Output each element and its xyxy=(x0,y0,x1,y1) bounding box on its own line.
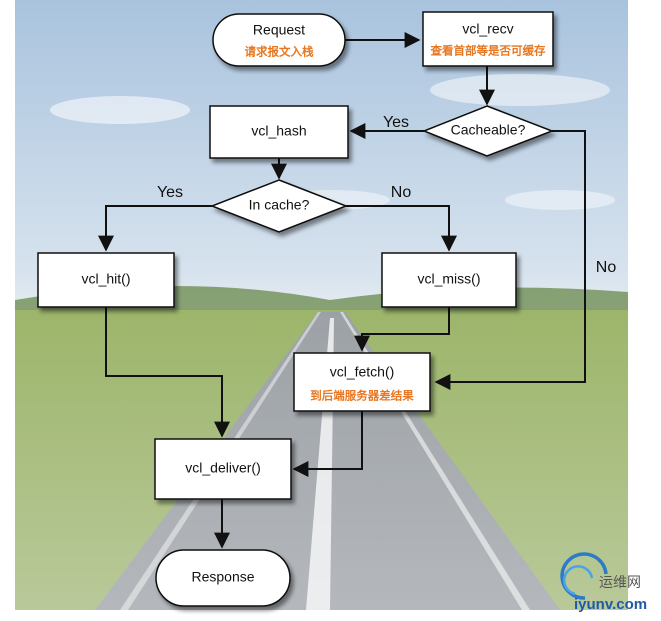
edge-hit-to-deliver xyxy=(105,307,230,438)
incache-no-label: No xyxy=(391,184,412,201)
node-request: Request 请求报文入栈 xyxy=(212,13,346,67)
node-in-cache: In cache? xyxy=(209,179,349,233)
edge-incache-no-to-miss xyxy=(346,205,457,252)
vcl-fetch-note: 到后端服务器差结果 xyxy=(310,389,414,403)
request-label: Request xyxy=(253,22,305,38)
node-vcl-hit: vcl_hit() xyxy=(37,252,175,308)
vcl-recv-note: 查看首部等是否可缓存 xyxy=(430,44,546,58)
vcl-hit-label: vcl_hit() xyxy=(81,271,130,287)
watermark-cn: 运维网 xyxy=(599,575,641,591)
cacheable-label: Cacheable? xyxy=(451,122,526,138)
watermark-en: iyunv.com xyxy=(574,596,647,613)
edge-incache-yes-to-hit xyxy=(98,205,212,252)
edge-cacheable-no-to-fetch xyxy=(434,130,586,390)
vcl-deliver-label: vcl_deliver() xyxy=(185,460,260,476)
node-vcl-hash: vcl_hash xyxy=(209,105,349,159)
watermark-logo: 运维网 iyunv.com xyxy=(560,552,647,613)
node-vcl-deliver: vcl_deliver() xyxy=(154,438,292,500)
response-label: Response xyxy=(191,569,254,585)
cacheable-no-label: No xyxy=(596,259,617,276)
request-note: 请求报文入栈 xyxy=(245,45,314,59)
cacheable-yes-label: Yes xyxy=(383,114,409,131)
edge-miss-to-fetch xyxy=(354,307,450,352)
vcl-hash-label: vcl_hash xyxy=(251,123,306,139)
node-cacheable: Cacheable? xyxy=(421,105,555,157)
edge-fetch-to-deliver xyxy=(292,411,363,477)
edges xyxy=(98,32,586,549)
vcl-miss-label: vcl_miss() xyxy=(418,271,481,287)
node-response: Response xyxy=(155,549,291,607)
incache-yes-label: Yes xyxy=(157,184,183,201)
node-vcl-fetch: vcl_fetch() 到后端服务器差结果 xyxy=(293,352,431,412)
vcl-recv-label: vcl_recv xyxy=(462,21,513,37)
vcl-fetch-label: vcl_fetch() xyxy=(330,364,395,380)
node-vcl-miss: vcl_miss() xyxy=(381,252,517,308)
in-cache-label: In cache? xyxy=(249,197,310,213)
node-vcl-recv: vcl_recv 查看首部等是否可缓存 xyxy=(422,11,554,67)
